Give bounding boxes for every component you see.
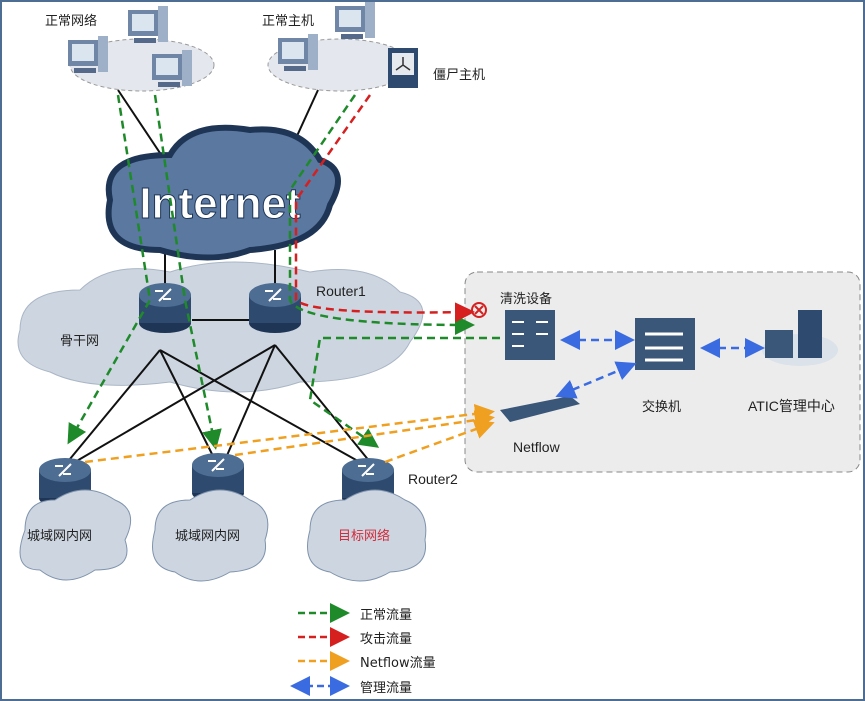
target-network-label: 目标网络 — [338, 529, 391, 544]
normal-flow — [153, 94, 222, 450]
normal-flow — [308, 336, 500, 448]
router2-label: Router2 — [408, 471, 458, 487]
netflow-flow — [84, 403, 495, 464]
normal-network-label: 正常网络 — [45, 14, 98, 29]
internet-label: Internet — [139, 179, 301, 228]
backbone-cloud — [17, 261, 424, 393]
cleaning-device-icon — [505, 310, 555, 360]
netflow-label: Netflow — [513, 439, 560, 455]
netflow-icon — [500, 396, 580, 422]
legend-management-label: 管理流量 — [360, 681, 413, 696]
switch-icon — [635, 318, 695, 370]
normal-flow — [288, 94, 475, 335]
metro-cloud-a — [19, 489, 132, 581]
legend-netflow-label: Netflow流量 — [360, 656, 436, 671]
internet-cloud — [105, 124, 341, 261]
backbone-label: 骨干网 — [60, 334, 100, 349]
netflow-flow — [234, 410, 495, 457]
physical-links — [64, 89, 371, 466]
normal-flow — [67, 94, 152, 445]
zombie-host-icon — [388, 48, 418, 88]
legend — [290, 603, 350, 696]
atic-label: ATIC管理中心 — [748, 398, 835, 414]
cleaning-device-label: 清洗设备 — [500, 292, 553, 307]
cleaning-center-box — [464, 271, 861, 473]
router1-label: Router1 — [316, 283, 366, 299]
metro-b-label: 城域网内网 — [175, 529, 241, 544]
switch-label: 交换机 — [642, 400, 682, 415]
atic-server-icon — [762, 310, 838, 366]
metro-cloud-b — [152, 489, 269, 582]
legend-attack-label: 攻击流量 — [360, 632, 413, 647]
attack-flow — [294, 94, 475, 323]
legend-normal-label: 正常流量 — [360, 608, 413, 623]
management-flow — [555, 361, 637, 399]
metro-a-label: 城域网内网 — [27, 529, 93, 544]
netflow-flow — [384, 419, 495, 464]
target-cloud — [307, 489, 427, 582]
zombie-host-label: 僵尸主机 — [433, 68, 486, 83]
normal-host-label: 正常主机 — [262, 14, 315, 29]
